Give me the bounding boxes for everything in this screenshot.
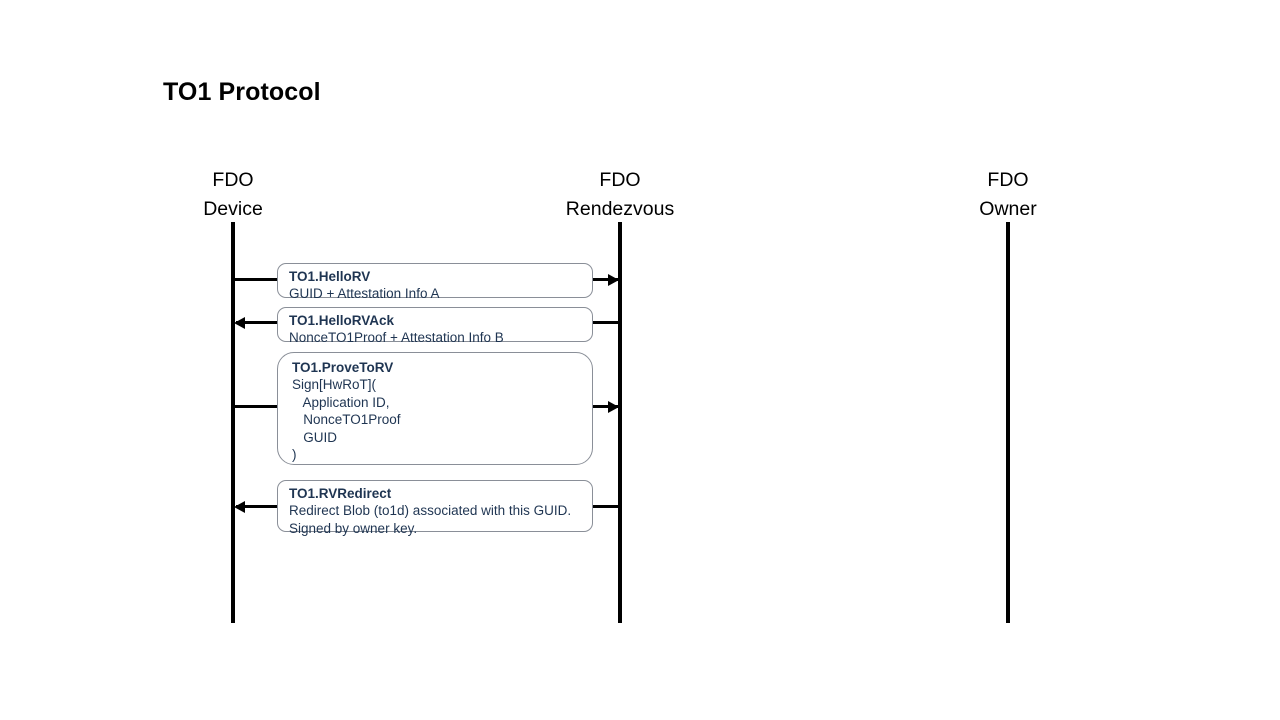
- message-box-to1-hellorvack[interactable]: TO1.HelloRVAck NonceTO1Proof + Attestati…: [277, 307, 593, 345]
- arrowhead-right-to1-hellorv: [608, 273, 619, 286]
- actor-label-fdo-owner: FDO Owner: [979, 166, 1036, 224]
- message-box-to1-provetorv[interactable]: TO1.ProveToRV Sign[HwRoT]( Application I…: [277, 352, 593, 465]
- lifeline-fdo-owner: [1006, 222, 1010, 623]
- page-title: TO1 Protocol: [163, 78, 321, 106]
- actor-label-line1: FDO: [212, 169, 254, 191]
- arrowhead-left-to1-rvredirect: [234, 500, 245, 513]
- lifeline-fdo-device: [231, 222, 235, 623]
- message-body-line: NonceTO1Proof + Attestation Info B: [289, 330, 504, 345]
- message-body-line: Sign[HwRoT](: [292, 377, 377, 392]
- actor-label-line2: Device: [203, 198, 263, 220]
- lifeline-fdo-rendezvous: [618, 222, 622, 623]
- message-box-to1-hellorv[interactable]: TO1.HelloRV GUID + Attestation Info A: [277, 263, 593, 301]
- message-body-line: GUID + Attestation Info A: [289, 286, 440, 301]
- actor-label-line1: FDO: [987, 169, 1029, 191]
- arrowhead-left-to1-hellorvack: [234, 316, 245, 329]
- message-title: TO1.HelloRV: [289, 269, 371, 284]
- message-body-line: ): [292, 447, 297, 462]
- actor-label-line1: FDO: [599, 169, 641, 191]
- message-body-line: Redirect Blob (to1d) associated with thi…: [289, 503, 572, 518]
- message-title: TO1.ProveToRV: [292, 360, 394, 375]
- message-body-line: GUID: [292, 429, 338, 445]
- message-body-line: Signed by owner key.: [289, 520, 418, 536]
- message-title: TO1.RVRedirect: [289, 486, 392, 501]
- message-body-line: NonceTO1Proof: [292, 412, 401, 427]
- arrowhead-right-to1-provetorv: [608, 400, 619, 413]
- message-title: TO1.HelloRVAck: [289, 313, 395, 328]
- actor-label-line2: Owner: [979, 198, 1037, 220]
- actor-label-fdo-rendezvous: FDO Rendezvous: [566, 166, 674, 224]
- actor-label-fdo-device: FDO Device: [203, 166, 263, 224]
- message-body-line: Application ID,: [292, 394, 390, 410]
- actor-label-line2: Rendezvous: [565, 198, 675, 220]
- message-box-to1-rvredirect[interactable]: TO1.RVRedirect Redirect Blob (to1d) asso…: [277, 480, 593, 536]
